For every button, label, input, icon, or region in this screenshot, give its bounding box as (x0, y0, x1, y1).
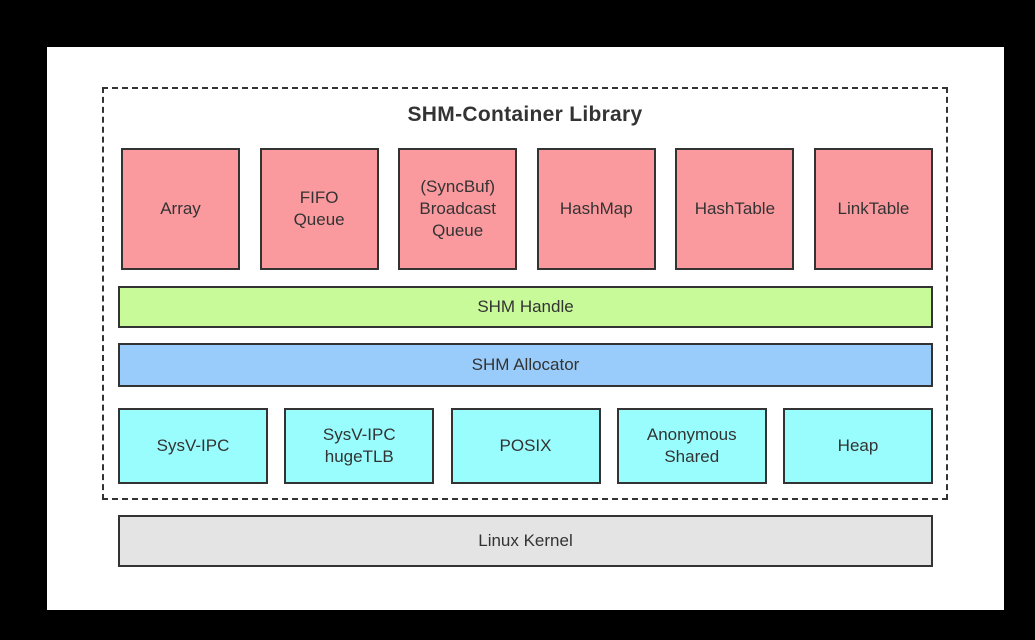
container-label: LinkTable (837, 198, 910, 218)
diagram-title: SHM-Container Library (407, 103, 643, 126)
container-label: Array (160, 198, 201, 218)
layer-label: SHM Allocator (471, 354, 580, 374)
backend-box-heap: Heap (783, 408, 933, 484)
backend-box-posix: POSIX (450, 408, 601, 484)
kernel-label: Linux Kernel (478, 530, 573, 550)
diagram-canvas: SHM-Container Library Array FIFO Queue (… (47, 47, 1004, 610)
container-label: HashTable (694, 198, 776, 218)
container-box-fifo-queue: FIFO Queue (259, 148, 379, 270)
backend-row: SysV-IPC SysV-IPC hugeTLB POSIX Anonymou… (118, 408, 933, 484)
container-box-hashmap: HashMap (536, 148, 656, 270)
backend-box-sysv-ipc-hugetlb: SysV-IPC hugeTLB (284, 408, 435, 484)
shm-handle-layer: SHM Handle (118, 286, 933, 328)
container-label: HashMap (559, 198, 633, 218)
backend-label: SysV-IPC hugeTLB (322, 424, 396, 466)
container-row: Array FIFO Queue (SyncBuf) Broadcast Que… (121, 148, 933, 270)
backend-label: Heap (837, 435, 879, 455)
container-box-array: Array (121, 148, 240, 270)
backend-box-sysv-ipc: SysV-IPC (118, 408, 268, 484)
backend-label: SysV-IPC (156, 435, 230, 455)
layer-label: SHM Handle (477, 296, 574, 316)
container-box-syncbuf-broadcast-queue: (SyncBuf) Broadcast Queue (398, 148, 518, 270)
container-box-hashtable: HashTable (675, 148, 795, 270)
backend-label: Anonymous Shared (646, 424, 737, 466)
container-box-linktable: LinkTable (813, 148, 933, 270)
backend-label: POSIX (499, 435, 552, 455)
backend-box-anonymous-shared: Anonymous Shared (616, 408, 767, 484)
shm-container-library-box: SHM-Container Library Array FIFO Queue (… (102, 87, 948, 500)
container-label: FIFO Queue (293, 187, 345, 229)
shm-allocator-layer: SHM Allocator (118, 343, 933, 387)
container-label: (SyncBuf) Broadcast Queue (419, 176, 496, 241)
linux-kernel-bar: Linux Kernel (118, 515, 933, 567)
